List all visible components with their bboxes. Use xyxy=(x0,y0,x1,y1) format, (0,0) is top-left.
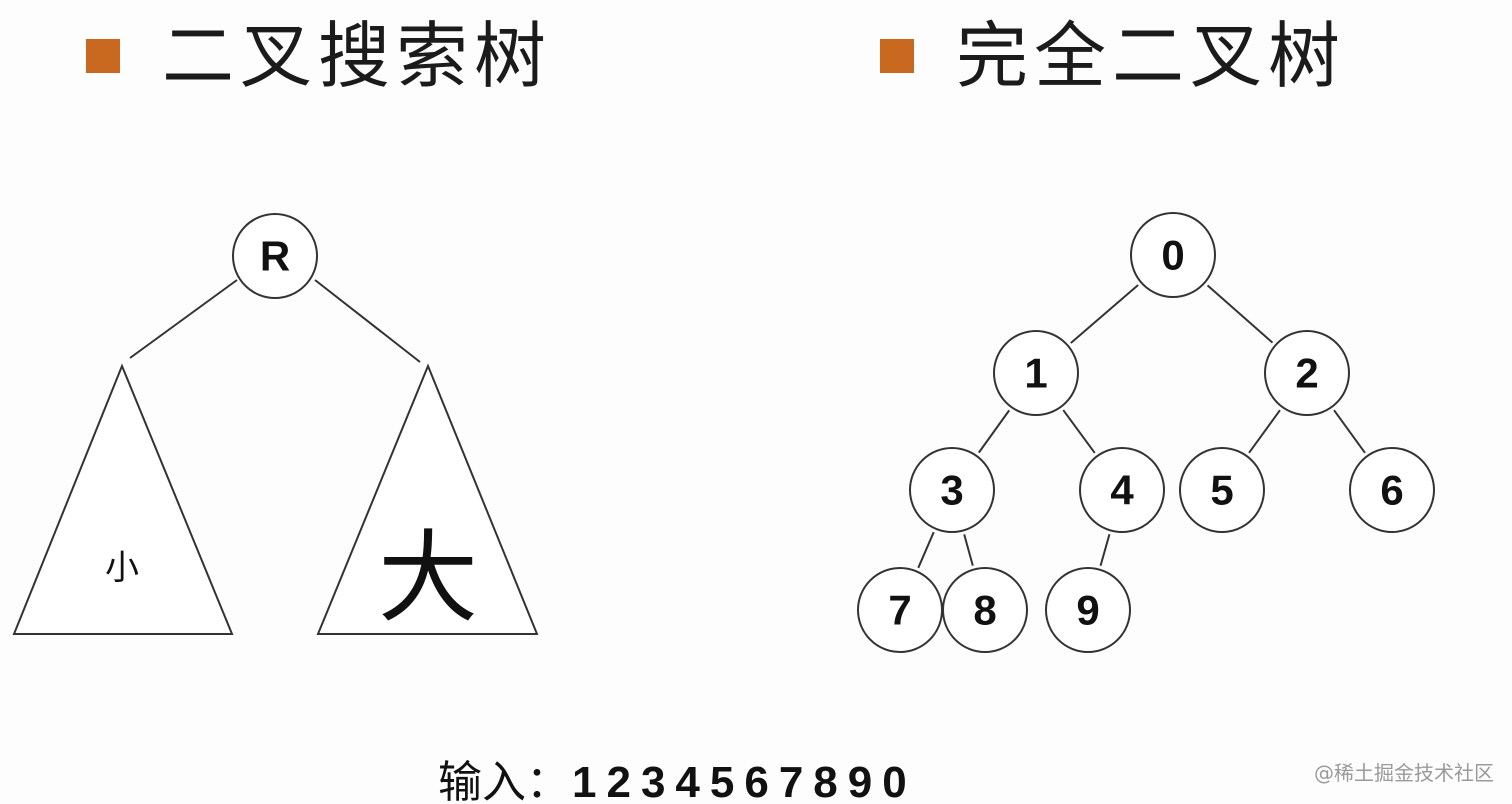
tree-node-2 xyxy=(1264,330,1350,416)
watermark: @稀土掘金技术社区 xyxy=(1314,761,1494,785)
tree-node-label-6: 6 xyxy=(1380,467,1403,514)
tree-node-8 xyxy=(942,567,1028,653)
tree-node-5 xyxy=(1179,447,1265,533)
bst-diagram: R 小 大 xyxy=(12,213,539,637)
bst-right-subtree xyxy=(316,363,539,635)
tree-edge-3-8 xyxy=(963,534,974,566)
tree-node-label-0: 0 xyxy=(1161,232,1184,279)
tree-node-9 xyxy=(1045,567,1131,653)
tree-node-1 xyxy=(993,330,1079,416)
bullet-square-icon xyxy=(86,39,120,73)
bullet-square-icon xyxy=(880,39,914,73)
tree-node-label-4: 4 xyxy=(1110,467,1134,514)
complete-tree-edges xyxy=(917,284,1366,569)
tree-node-0 xyxy=(1130,212,1216,298)
bst-right-subtree-label: 大 xyxy=(378,520,478,637)
input-label: 输入： xyxy=(438,757,570,804)
tree-node-4 xyxy=(1079,447,1165,533)
tree-node-label-1: 1 xyxy=(1024,350,1047,397)
bst-root-label: R xyxy=(260,233,290,280)
heading-bst-text: 二叉搜索树 xyxy=(162,14,553,98)
heading-bst: 二叉搜索树 xyxy=(86,14,552,98)
tree-edge-4-9 xyxy=(1099,533,1111,567)
bst-edge-right xyxy=(314,279,421,363)
heading-complete-tree: 完全二叉树 xyxy=(880,14,1346,98)
tree-edge-3-7 xyxy=(917,531,935,569)
tree-edge-2-6 xyxy=(1333,409,1366,454)
tree-edge-1-3 xyxy=(978,409,1010,454)
tree-node-6 xyxy=(1349,447,1435,533)
tree-node-label-8: 8 xyxy=(973,587,996,634)
tree-node-label-9: 9 xyxy=(1076,587,1099,634)
tree-node-3 xyxy=(909,447,995,533)
bst-root-node xyxy=(232,213,318,299)
tree-edge-2-5 xyxy=(1248,409,1281,454)
input-sequence: 输入： 1234567890 xyxy=(438,746,917,804)
tree-node-label-2: 2 xyxy=(1295,350,1318,397)
tree-node-label-7: 7 xyxy=(888,587,911,634)
tree-edge-1-4 xyxy=(1062,409,1096,454)
heading-complete-tree-text: 完全二叉树 xyxy=(956,14,1347,98)
tree-node-label-5: 5 xyxy=(1210,467,1233,514)
tree-edge-0-1 xyxy=(1070,284,1139,344)
complete-tree-nodes: 0 1 2 3 4 5 6 7 8 9 xyxy=(857,212,1435,653)
bst-left-subtree-label: 小 xyxy=(105,548,139,588)
bst-edge-left xyxy=(129,279,238,359)
bst-left-subtree xyxy=(12,363,234,635)
tree-edge-0-2 xyxy=(1206,284,1274,344)
input-values: 1234567890 xyxy=(572,758,917,804)
tree-node-label-3: 3 xyxy=(940,467,963,514)
